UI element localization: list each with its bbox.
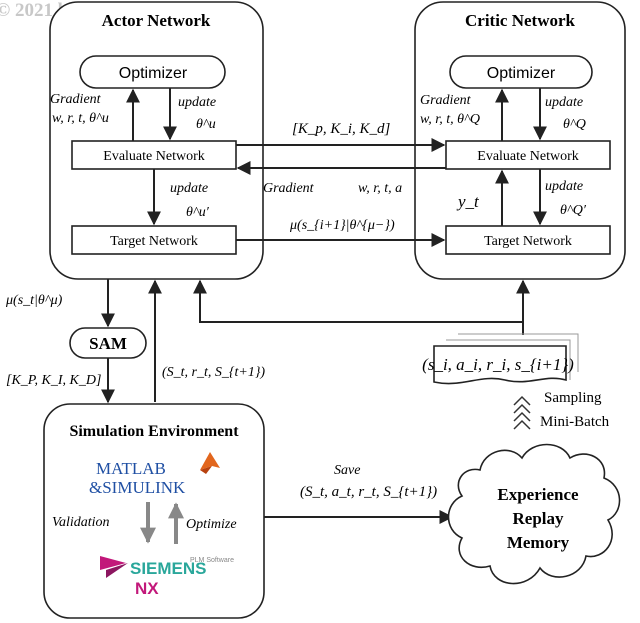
sample-tuple-label: (s_i, a_i, r_i, s_{i+1}) bbox=[422, 355, 574, 374]
save-label: Save bbox=[334, 463, 360, 478]
actor-optimizer bbox=[79, 55, 226, 89]
experience-replay-memory-cloud bbox=[447, 443, 621, 585]
critic-yt-label: y_t bbox=[456, 192, 480, 211]
nx-logo-shade-icon bbox=[106, 563, 128, 578]
gradient-back-label: Gradient bbox=[263, 181, 315, 196]
sam-output-label: [K_P, K_I, K_D] bbox=[6, 373, 101, 388]
sample-card-back1 bbox=[446, 339, 571, 380]
sampling-chevrons-icon bbox=[513, 395, 531, 430]
state-feedback-label: (S_t, r_t, S_{t+1}) bbox=[162, 365, 265, 380]
simulink-logo-text: &SIMULINK bbox=[89, 478, 186, 497]
actor-output-label: μ(s_t|θ^μ) bbox=[5, 293, 63, 308]
gradient-back-params: w, r, t, a bbox=[358, 181, 402, 196]
actor-evaluate-network bbox=[71, 140, 237, 170]
actor-update2-label: update bbox=[170, 181, 208, 196]
sample-tuple-card bbox=[433, 345, 567, 385]
actor-optimizer-label: Optimizer bbox=[119, 65, 188, 82]
critic-update1-label: update bbox=[545, 95, 583, 110]
critic-optimizer bbox=[449, 55, 593, 89]
actor-gradient-params: w, r, t, θ^u bbox=[52, 111, 109, 126]
validation-label: Validation bbox=[52, 515, 110, 530]
minibatch-label: Mini-Batch bbox=[540, 414, 610, 430]
critic-update2-label: update bbox=[545, 179, 583, 194]
matlab-logo-text: MATLAB bbox=[96, 459, 166, 478]
actor-gradient-label: Gradient bbox=[50, 92, 102, 107]
matlab-membrane-shade-icon bbox=[200, 466, 212, 474]
actor-update1-sym: θ^u bbox=[196, 117, 216, 132]
critic-gradient-params: w, r, t, θ^Q bbox=[420, 112, 480, 127]
samples-to-actor-arrow bbox=[193, 279, 524, 335]
critic-target-label: Target Network bbox=[484, 234, 572, 249]
actor-target-network bbox=[71, 225, 237, 255]
simulation-environment-title: Simulation Environment bbox=[69, 423, 239, 440]
critic-optimizer-label: Optimizer bbox=[487, 65, 556, 82]
optimize-label: Optimize bbox=[186, 517, 237, 532]
actor-update1-label: update bbox=[178, 95, 216, 110]
actor-target-label: Target Network bbox=[110, 234, 198, 249]
plm-software-label: PLM Software bbox=[190, 557, 234, 564]
critic-evaluate-label: Evaluate Network bbox=[477, 149, 578, 164]
critic-update2-sym: θ^Q′ bbox=[560, 203, 587, 218]
critic-network-title: Critic Network bbox=[465, 11, 576, 30]
actor-network-title: Actor Network bbox=[102, 11, 211, 30]
actor-update2-sym: θ^u′ bbox=[186, 205, 210, 220]
nx-logo-text: NX bbox=[135, 579, 159, 598]
siemens-logo-text: SIEMENS bbox=[130, 559, 207, 578]
sam-label: SAM bbox=[89, 334, 127, 353]
memory-label-line3: Memory bbox=[507, 533, 570, 552]
pid-gains-label: [K_p, K_i, K_d] bbox=[292, 121, 391, 137]
target-mu-label: μ(s_{i+1}|θ^{μ−}) bbox=[289, 218, 395, 233]
nx-logo-icon bbox=[100, 556, 126, 570]
critic-update1-sym: θ^Q bbox=[563, 117, 586, 132]
sample-card-back2 bbox=[458, 333, 579, 372]
memory-label-line2: Replay bbox=[513, 509, 565, 528]
critic-evaluate-network bbox=[445, 140, 611, 170]
critic-gradient-label: Gradient bbox=[420, 93, 472, 108]
save-tuple-label: (S_t, a_t, r_t, S_{t+1}) bbox=[300, 484, 437, 500]
critic-target-network bbox=[445, 225, 611, 255]
actor-evaluate-label: Evaluate Network bbox=[103, 149, 204, 164]
sampling-label: Sampling bbox=[544, 390, 602, 406]
memory-label-line1: Experience bbox=[497, 485, 579, 504]
matlab-membrane-icon bbox=[200, 452, 220, 470]
